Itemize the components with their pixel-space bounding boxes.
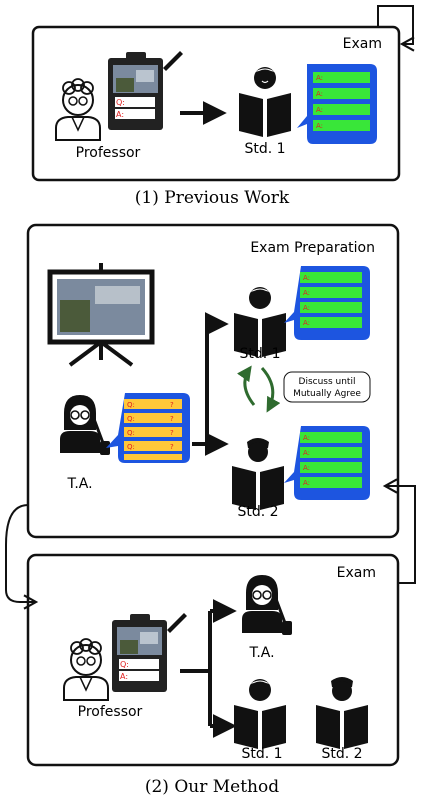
previous-work-frame [31, 25, 401, 182]
svg-text:?: ? [170, 415, 174, 423]
ta-icon-2 [242, 575, 292, 635]
svg-text:A:: A: [303, 434, 310, 442]
svg-text:A:: A: [303, 319, 310, 327]
svg-text:Q:: Q: [127, 443, 135, 451]
discuss-box [283, 371, 371, 403]
discuss-line1: Discuss until [299, 377, 356, 387]
exam-label-2: Exam [337, 565, 376, 581]
answer-lines: A: A: A: A: [313, 72, 370, 131]
exam-panel: Exam Professor Q: A: [26, 553, 400, 767]
std2-label: Std. 2 [237, 504, 278, 520]
std2-answer-bubble: A: A: A: A: [284, 426, 370, 500]
professor-icon [55, 78, 101, 141]
professor-icon-2 [63, 638, 109, 701]
question-q: Q: [116, 98, 125, 107]
clipboard-icon-2 [112, 613, 187, 692]
distribution-bracket [192, 312, 229, 456]
student-label: Std. 1 [244, 141, 285, 157]
student2-icon [232, 438, 284, 510]
svg-text:A:: A: [303, 449, 310, 457]
student1-icon [234, 287, 286, 357]
std1-label: Std. 1 [239, 346, 280, 362]
ta-label: T.A. [66, 476, 92, 492]
professor-label: Professor [76, 145, 141, 161]
svg-text:A:: A: [316, 122, 323, 130]
ta-label-2: T.A. [248, 645, 274, 661]
exam-frame [26, 553, 400, 767]
svg-text:Q:: Q: [127, 429, 135, 437]
presentation-board-icon [47, 263, 155, 367]
svg-text:?: ? [170, 429, 174, 437]
question-a-2: A: [120, 672, 128, 681]
std2-label-2: Std. 2 [321, 746, 362, 762]
clipboard-icon [108, 51, 183, 130]
std1-label-2: Std. 1 [241, 746, 282, 762]
ta-icon [60, 395, 110, 455]
discuss-arrows [236, 365, 281, 413]
question-q-2: Q: [120, 660, 129, 669]
exam-preparation-frame [26, 223, 400, 539]
caption-method: (2) Our Method [145, 777, 279, 797]
svg-text:A:: A: [316, 90, 323, 98]
svg-text:Q:: Q: [127, 401, 135, 409]
answer-bubble: A: A: A: A: [297, 64, 377, 144]
question-bubble: Q: Q: Q: Q: ? ? ? ? [106, 393, 190, 463]
loop-arrow [377, 5, 415, 52]
svg-text:?: ? [170, 443, 174, 451]
student-icon [239, 67, 291, 137]
svg-text:Q:: Q: [127, 415, 135, 423]
svg-text:A:: A: [303, 304, 310, 312]
svg-text:?: ? [170, 401, 174, 409]
exam-bracket [180, 599, 237, 738]
previous-work-panel: Exam Professor Q: A: [31, 5, 415, 182]
svg-text:A:: A: [303, 274, 310, 282]
std1-answer-bubble: A: A: A: A: [284, 266, 370, 340]
svg-text:A:: A: [303, 479, 310, 487]
svg-text:A:: A: [316, 74, 323, 82]
svg-text:A:: A: [303, 464, 310, 472]
question-a: A: [116, 110, 124, 119]
question-lines: Q: Q: Q: Q: ? ? ? ? [124, 399, 182, 460]
exam-preparation-label: Exam Preparation [250, 240, 375, 256]
student2-icon-2 [316, 677, 368, 749]
connector-right [382, 478, 416, 584]
connector-left [5, 504, 39, 610]
svg-text:A:: A: [316, 106, 323, 114]
discuss-line2: Mutually Agree [293, 389, 361, 399]
svg-text:A:: A: [303, 289, 310, 297]
caption-previous: (1) Previous Work [135, 188, 290, 208]
professor-label-2: Professor [78, 704, 143, 720]
student1-icon-2 [234, 679, 286, 749]
exam-label: Exam [343, 36, 382, 52]
exam-preparation-panel: Exam Preparation T.A. [26, 223, 400, 539]
